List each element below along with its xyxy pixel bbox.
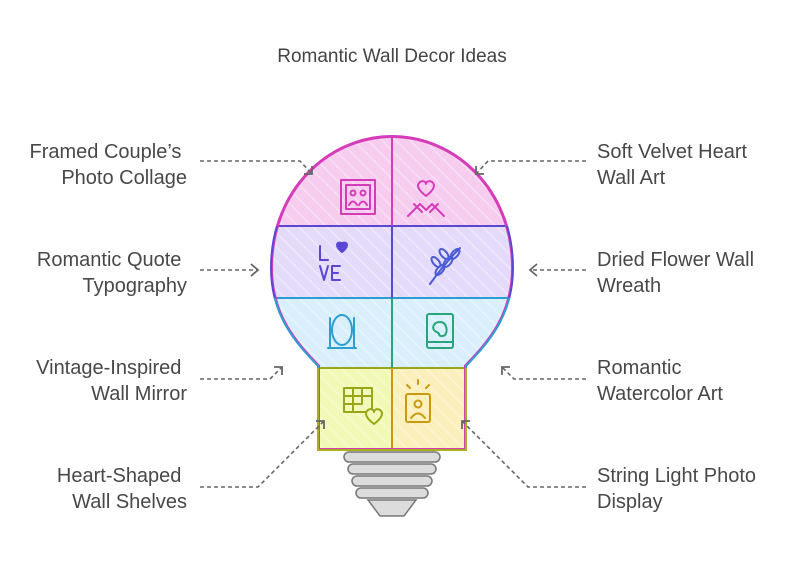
label-romantic-watercolor-art: Romantic Watercolor Art <box>597 357 723 405</box>
label-soft-velvet-heart-wall-art: Soft Velvet Heart Wall Art <box>597 141 753 189</box>
label-romantic-quote-typography: Romantic Quote Typography <box>37 249 187 297</box>
label-string-light-photo-display: String Light Photo Display <box>597 465 762 513</box>
wheat-branch-icon <box>429 247 461 285</box>
label-heart-shaped-wall-shelves: Heart-Shaped Wall Shelves <box>57 465 187 513</box>
connector-arrows <box>200 160 586 488</box>
shelf-heart-icon <box>343 387 383 425</box>
heart-hands-icon <box>407 180 445 217</box>
label-vintage-inspired-wall-mirror: Vintage-Inspired Wall Mirror <box>36 357 187 405</box>
bulb-base <box>343 451 441 517</box>
mirror-icon <box>327 314 357 349</box>
diagram-title: Romantic Wall Decor Ideas <box>277 46 506 67</box>
paint-palette-book-icon <box>426 313 454 349</box>
label-dried-flower-wall-wreath: Dried Flower Wall Wreath <box>597 249 760 297</box>
label-framed-couples-photo-collage: Framed Couple’s Photo Collage <box>30 141 188 189</box>
string-light-photo-icon <box>405 379 431 423</box>
love-text-icon <box>319 241 348 281</box>
bulb-body <box>271 136 513 450</box>
photo-frame-icon <box>340 179 376 215</box>
